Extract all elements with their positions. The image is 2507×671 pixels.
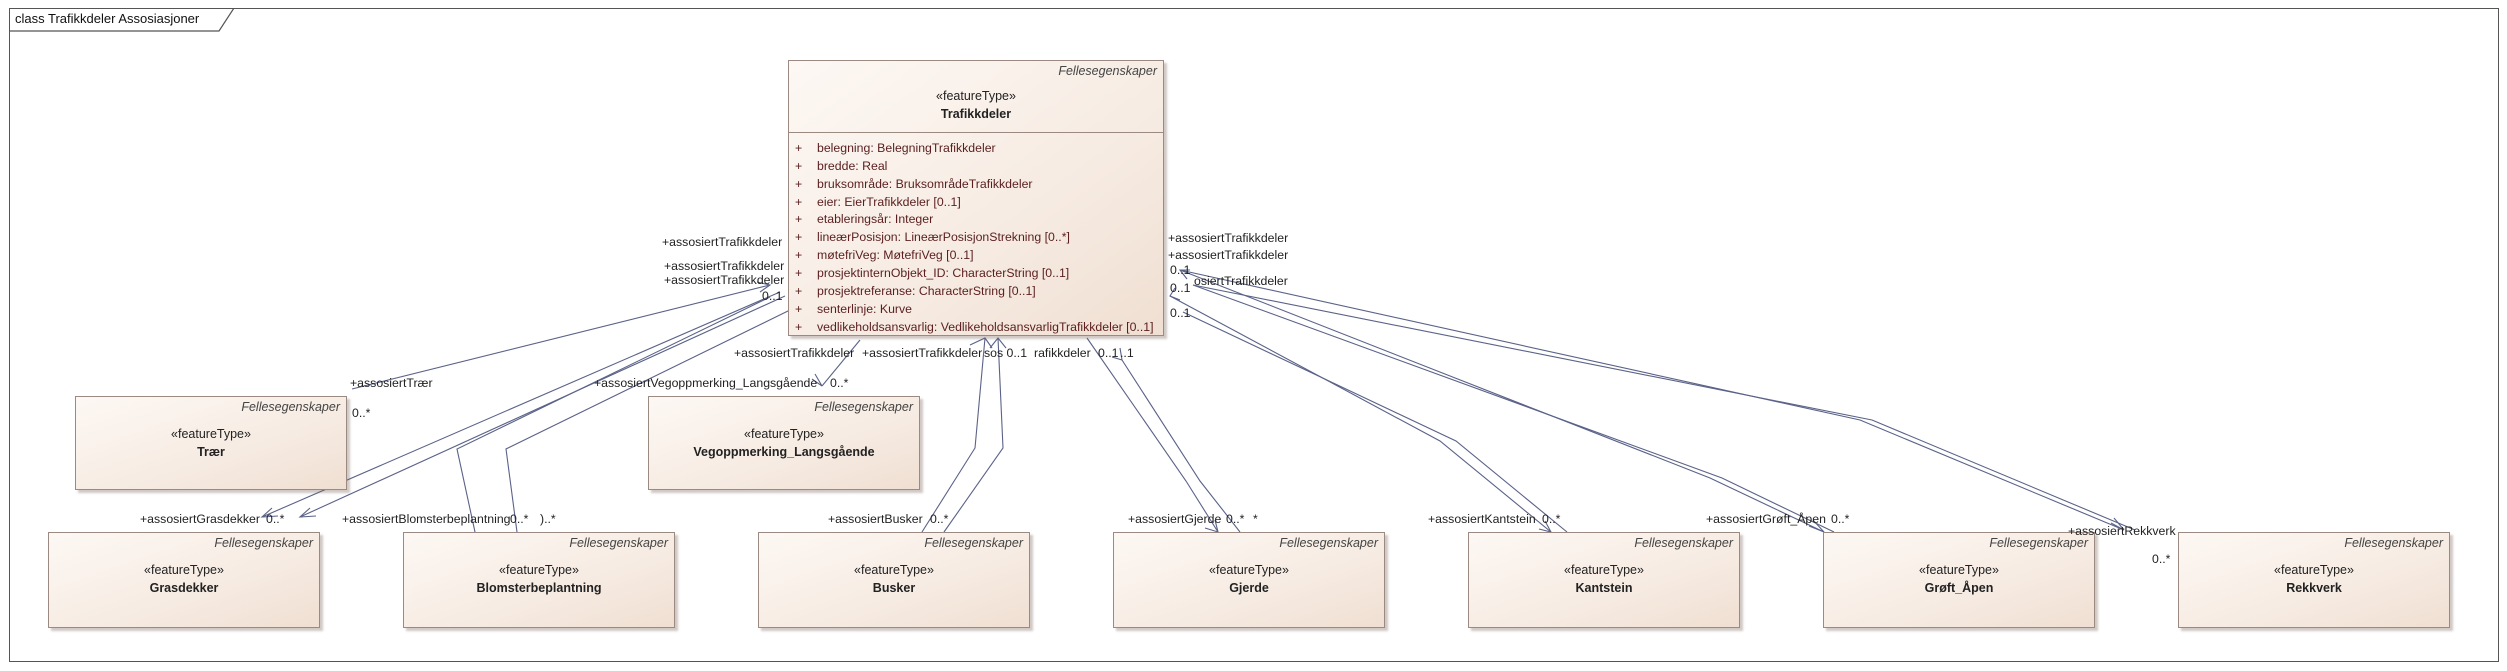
multiplicity-label: 0..*	[930, 512, 949, 526]
stereotype-tag: Fellesegenskaper	[569, 536, 668, 550]
role-label: sos 0..1	[984, 346, 1028, 360]
multiplicity-label: 0..*	[510, 512, 529, 526]
class-name: Trær	[197, 445, 225, 459]
class-busker[interactable]: Fellesegenskaper «featureType» Busker	[758, 532, 1030, 628]
stereotype-tag: Fellesegenskaper	[2344, 536, 2443, 550]
role-label: +assosiertGjerde	[1128, 512, 1222, 526]
attribute-row: +vedlikeholdsansvarlig: Vedlikeholdsansv…	[795, 320, 1154, 334]
role-label: +assosiertBusker	[828, 512, 923, 526]
class-gjerde[interactable]: Fellesegenskaper «featureType» Gjerde	[1113, 532, 1385, 628]
multiplicity-label: 0..1	[1170, 306, 1191, 320]
class-stereotype: «featureType»	[1209, 563, 1289, 577]
multiplicity-label: 0..1	[762, 289, 783, 303]
class-name: Rekkverk	[2286, 581, 2342, 595]
class-stereotype: «featureType»	[854, 563, 934, 577]
multiplicity-label: 0..1	[1170, 263, 1191, 277]
stereotype-tag: Fellesegenskaper	[241, 400, 340, 414]
class-stereotype: «featureType»	[1564, 563, 1644, 577]
diagram-frame	[9, 8, 2499, 662]
class-stereotype: «featureType»	[499, 563, 579, 577]
role-label: +assosiertTrafikkdeler	[862, 346, 983, 360]
attribute-row: +bruksområde: BruksområdeTrafikkdeler	[795, 177, 1033, 191]
role-label: +assosiertTrafikkdeler	[664, 273, 785, 287]
role-label: +assosiertTrær	[350, 376, 433, 390]
class-rekkverk[interactable]: Fellesegenskaper «featureType» Rekkverk	[2178, 532, 2450, 628]
role-label: +assosiertRekkverk	[2068, 524, 2176, 538]
stereotype-tag: Fellesegenskaper	[1989, 536, 2088, 550]
multiplicity-label: )..*	[540, 512, 556, 526]
attribute-row: +etableringsår: Integer	[795, 212, 934, 226]
multiplicity-label: 0..1	[1170, 281, 1191, 295]
stereotype-tag: Fellesegenskaper	[1058, 64, 1157, 78]
role-label: +assosiertTrafikkdeler	[1168, 248, 1289, 262]
multiplicity-label: ..1	[1120, 346, 1134, 360]
frame-title: class Trafikkdeler Assosiasjoner	[15, 11, 200, 26]
role-label: +assosiertTrafikkdeler	[1168, 231, 1289, 245]
multiplicity-label: 0..1	[1098, 346, 1119, 360]
attribute-row: +møtefriVeg: MøtefriVeg [0..1]	[795, 248, 974, 262]
role-label: +assosiertTrafikkdeler	[664, 259, 785, 273]
role-label: +assosiertTrafikkdeler	[734, 346, 855, 360]
stereotype-tag: Fellesegenskaper	[924, 536, 1023, 550]
class-trafikkdeler[interactable]: Fellesegenskaper «featureType» Trafikkde…	[788, 60, 1164, 336]
stereotype-tag: Fellesegenskaper	[1634, 536, 1733, 550]
role-label: osiertTrafikkdeler	[1194, 274, 1288, 288]
attribute-row: +lineærPosisjon: LineærPosisjonStrekning…	[795, 230, 1070, 244]
multiplicity-label: 0..*	[2152, 552, 2171, 566]
multiplicity-label: 0..*	[1542, 512, 1561, 526]
class-stereotype: «featureType»	[744, 427, 824, 441]
role-label: +assosiertGrøft_Åpen	[1706, 512, 1826, 526]
role-label: +assosiertBlomsterbeplantning	[342, 512, 511, 526]
attribute-row: +prosjektreferanse: CharacterString [0..…	[795, 284, 1036, 298]
role-label: +assosiertTrafikkdeler	[662, 235, 783, 249]
class-groft-apen[interactable]: Fellesegenskaper «featureType» Grøft_Åpe…	[1823, 532, 2095, 628]
attribute-row: +eier: EierTrafikkdeler [0..1]	[795, 195, 961, 209]
class-name: Grøft_Åpen	[1924, 581, 1994, 595]
role-label: +assosiertKantstein	[1428, 512, 1536, 526]
stereotype-tag: Fellesegenskaper	[214, 536, 313, 550]
class-name: Grasdekker	[149, 581, 219, 595]
multiplicity-label: 0..*	[1226, 512, 1245, 526]
class-name: Trafikkdeler	[940, 107, 1012, 121]
class-name: Blomsterbeplantning	[476, 581, 602, 595]
class-stereotype: «featureType»	[936, 89, 1016, 103]
multiplicity-label: 0..*	[352, 406, 371, 420]
class-grasdekker[interactable]: Fellesegenskaper «featureType» Grasdekke…	[48, 532, 320, 628]
class-name: Kantstein	[1575, 581, 1633, 595]
class-kantstein[interactable]: Fellesegenskaper «featureType» Kantstein	[1468, 532, 1740, 628]
class-blomsterbeplantning[interactable]: Fellesegenskaper «featureType» Blomsterb…	[403, 532, 675, 628]
class-stereotype: «featureType»	[144, 563, 224, 577]
class-stereotype: «featureType»	[171, 427, 251, 441]
attribute-row: +senterlinje: Kurve	[795, 302, 913, 316]
class-name: Busker	[872, 581, 916, 595]
role-label: +assosiertVegoppmerking_Langsgående	[594, 376, 818, 390]
attribute-compartment: +belegning: BelegningTrafikkdeler +bredd…	[789, 132, 1163, 335]
role-label: rafikkdeler	[1034, 346, 1091, 360]
frame-tab	[9, 8, 235, 32]
class-name: Vegoppmerking_Langsgående	[693, 445, 875, 459]
stereotype-tag: Fellesegenskaper	[814, 400, 913, 414]
class-stereotype: «featureType»	[2274, 563, 2354, 577]
multiplicity-label: 0..*	[1831, 512, 1850, 526]
class-stereotype: «featureType»	[1919, 563, 1999, 577]
attribute-row: +bredde: Real	[795, 159, 888, 173]
multiplicity-label: 0..*	[266, 512, 285, 526]
multiplicity-label: *	[1253, 512, 1258, 526]
stereotype-tag: Fellesegenskaper	[1279, 536, 1378, 550]
class-traer[interactable]: Fellesegenskaper «featureType» Trær	[75, 396, 347, 490]
attribute-row: +prosjektinternObjekt_ID: CharacterStrin…	[795, 266, 1070, 280]
role-label: +assosiertGrasdekker	[140, 512, 260, 526]
attribute-row: +belegning: BelegningTrafikkdeler	[795, 141, 996, 155]
multiplicity-label: 0..*	[830, 376, 849, 390]
class-vegoppmerking-langsgaende[interactable]: Fellesegenskaper «featureType» Vegoppmer…	[648, 396, 920, 490]
class-name: Gjerde	[1229, 581, 1269, 595]
